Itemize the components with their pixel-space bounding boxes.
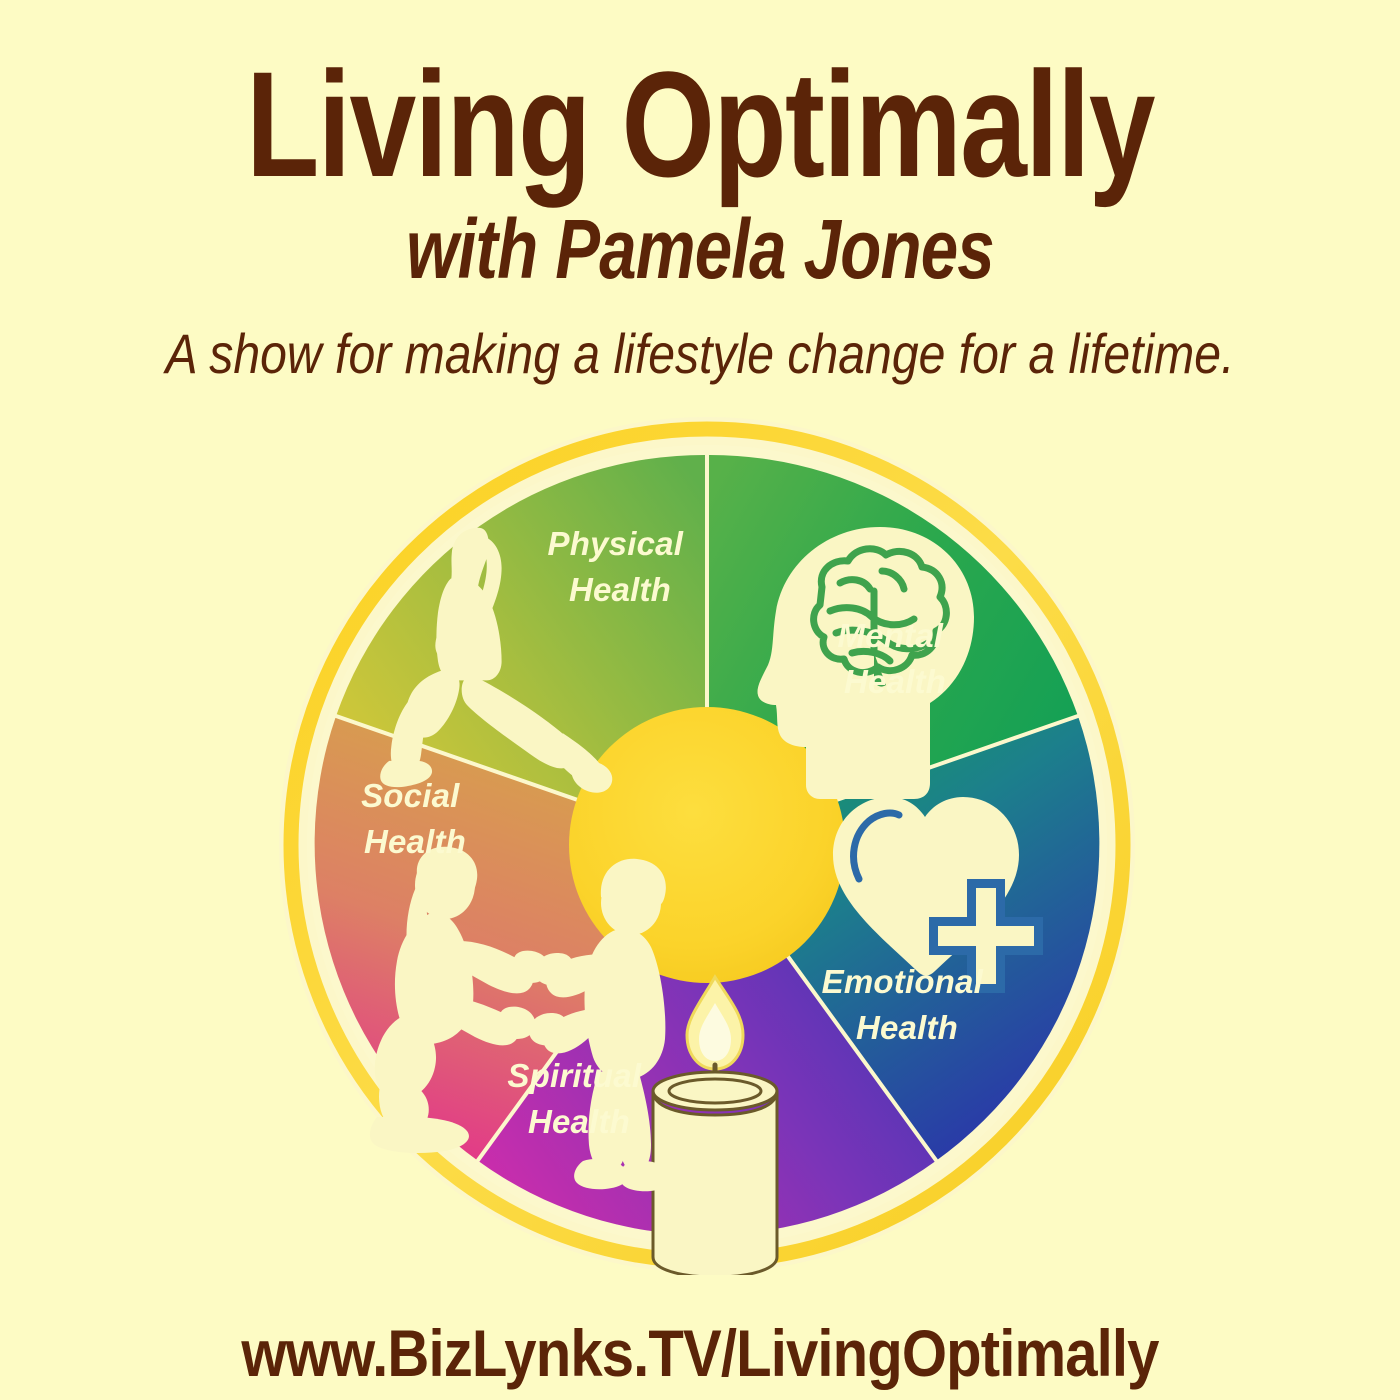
lit-candle-icon [651,974,779,1275]
label-social-health: Social Health [361,777,469,860]
label-spiritual-health: Spiritual Health [507,1057,650,1140]
tagline: A show for making a lifestyle change for… [165,322,1235,386]
person-lunge-stretch-icon [380,527,613,793]
website-url[interactable]: www.BizLynks.TV/LivingOptimally [241,1316,1159,1390]
head-brain-icon [757,527,974,799]
label-emotional-health: Emotional Health [822,963,993,1046]
label-physical-health: Physical Health [548,525,693,608]
wheel-svg: Physical Health Mental Health Emotional … [279,417,1135,1275]
page-title: Living Optimally [246,40,1155,208]
wellness-wheel: Physical Health Mental Health Emotional … [277,415,1137,1275]
adult-child-holding-hands-icon [369,846,671,1192]
heart-medical-cross-icon [833,797,1043,993]
segment-labels: Physical Health Mental Health Emotional … [361,525,993,1140]
host-subtitle: with Pamela Jones [406,202,995,296]
header: Living Optimally with Pamela Jones A sho… [0,0,1400,385]
label-mental-health: Mental Health [837,617,952,700]
